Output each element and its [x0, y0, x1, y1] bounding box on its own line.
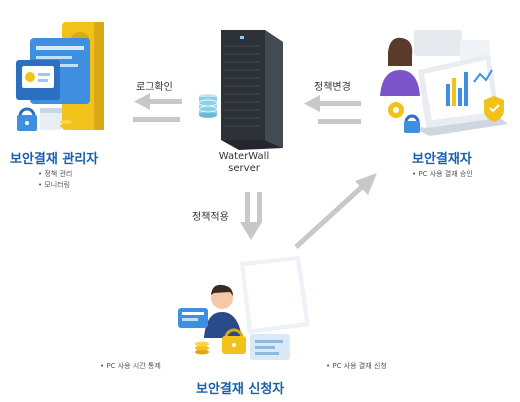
server-icon [221, 30, 283, 150]
flow-label-log-check: 로그확인 [136, 82, 173, 93]
requester-bullet-request: • PC 사용 결재 신청 [326, 362, 387, 370]
requester-illustration [178, 256, 310, 360]
server-label: WaterWall server [206, 151, 282, 175]
flow-label-policy-apply: 정책적용 [192, 212, 229, 223]
flow-label-policy-change: 정책변경 [314, 82, 351, 93]
server-label-line2: server [228, 163, 260, 174]
server-label-line1: WaterWall [218, 151, 270, 162]
arrow-policy-change [304, 95, 361, 124]
arrow-log-check [133, 93, 182, 122]
admin-title: 보안결재 관리자 [10, 152, 99, 167]
requester-title: 보안결재 신청자 [196, 382, 285, 397]
approver-bullet-1: • PC 사용 결재 승인 [412, 170, 473, 178]
approver-illustration [380, 30, 508, 136]
requester-bullet-time-control: • PC 사용 시간 통제 [100, 362, 161, 370]
admin-bullet-1: • 정책 관리 [38, 170, 73, 178]
arrow-policy-apply [240, 192, 262, 240]
admin-bullet-2: • 모니터링 [38, 181, 71, 189]
database-icon [198, 94, 218, 118]
admin-illustration [16, 22, 104, 131]
approver-title: 보안결재자 [412, 152, 472, 167]
arrow-request [294, 173, 377, 249]
